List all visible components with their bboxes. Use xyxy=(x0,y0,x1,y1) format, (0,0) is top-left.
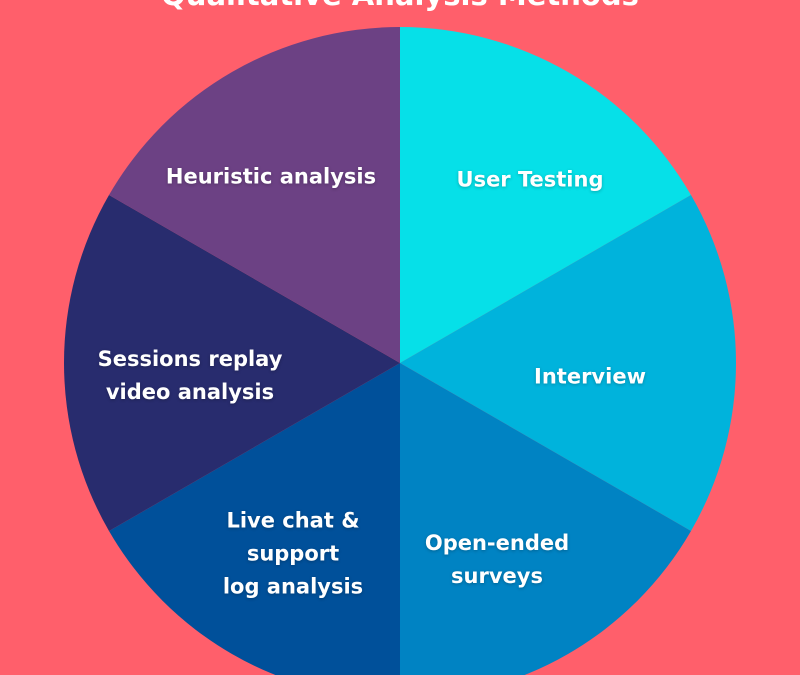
pie-slice xyxy=(109,363,400,675)
pie-slice xyxy=(400,195,736,531)
pie-slice xyxy=(109,26,400,363)
pie-slice xyxy=(400,27,691,363)
slice-label-sessions-replay: Sessions replay video analysis xyxy=(97,347,283,404)
slice-label-open-ended-surveys: Open-ended surveys xyxy=(424,531,570,588)
diagram-title: Qualitative Analysis Methods xyxy=(0,0,800,12)
pie-slice xyxy=(400,363,691,675)
pie-slice xyxy=(63,195,400,531)
slice-label-heuristic-analysis: Heuristic analysis xyxy=(165,164,377,189)
slice-label-user-testing: User Testing xyxy=(456,167,604,192)
slice-label-live-chat: Live chat & support log analysis xyxy=(222,508,364,599)
slice-label-interview: Interview xyxy=(534,364,646,389)
